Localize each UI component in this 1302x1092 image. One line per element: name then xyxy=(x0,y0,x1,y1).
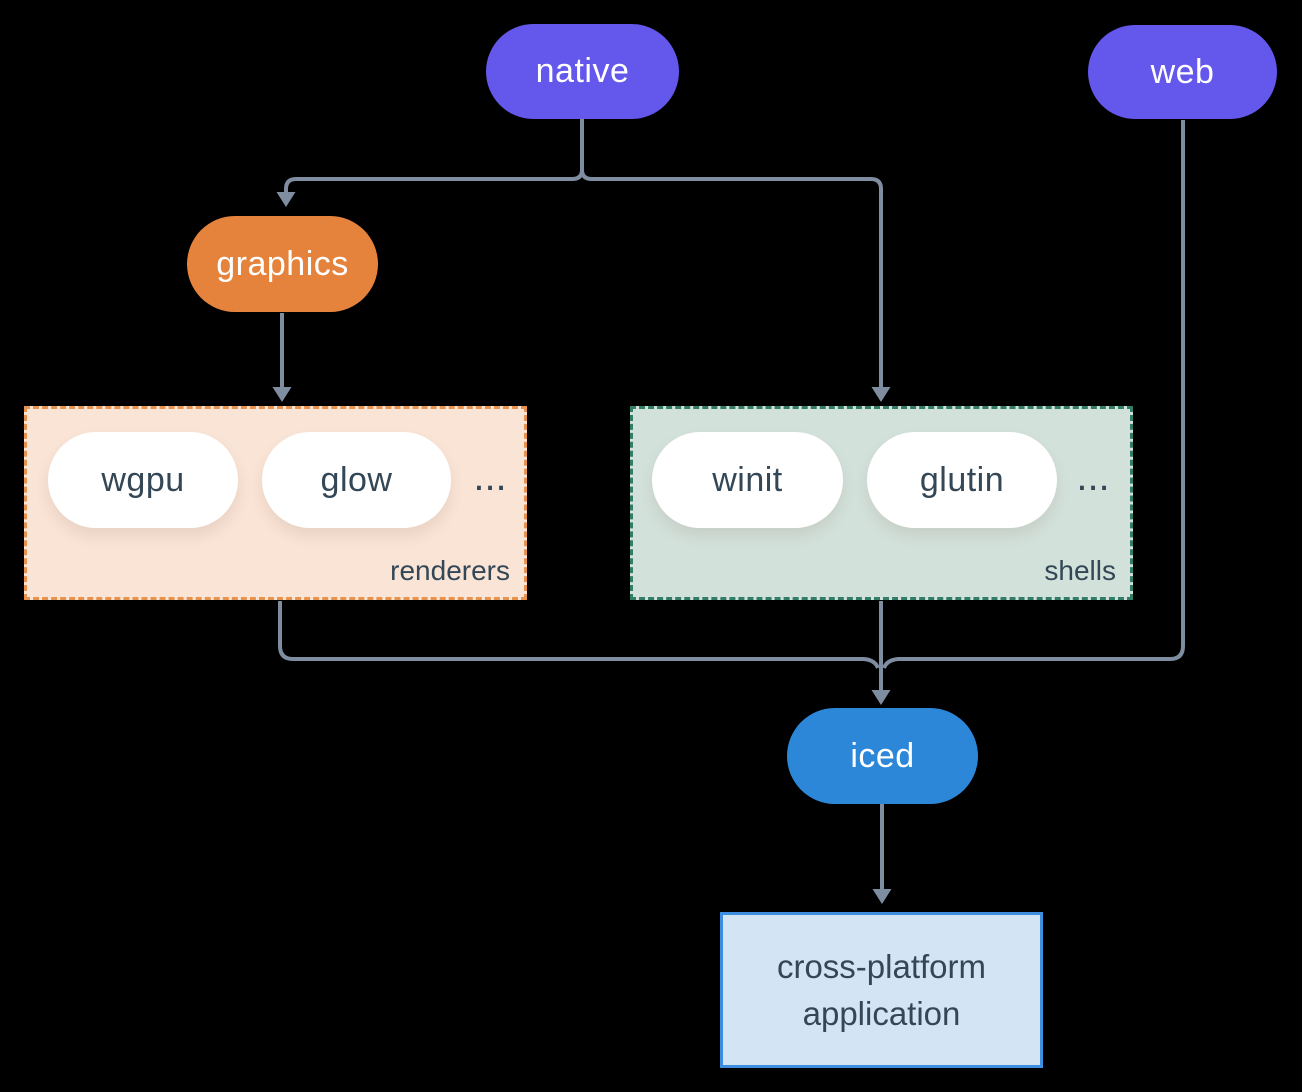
arrowhead-shells xyxy=(871,387,891,402)
renderers-ellipsis: ... xyxy=(473,455,507,499)
glutin-node: glutin xyxy=(867,432,1057,528)
wgpu-node: wgpu xyxy=(48,432,238,528)
graphics-label: graphics xyxy=(216,244,349,283)
arrowhead-renderers xyxy=(272,387,292,402)
glow-node: glow xyxy=(262,432,451,528)
edge-renderers-iced xyxy=(278,601,880,669)
arrowhead-graphics xyxy=(276,192,296,207)
shells-ellipsis: ... xyxy=(1076,455,1110,499)
native-node: native xyxy=(486,24,679,119)
application-label-line1: cross-platform xyxy=(776,948,987,985)
edge-web-iced xyxy=(882,120,1185,669)
iced-label: iced xyxy=(850,736,915,775)
winit-node: winit xyxy=(652,432,843,528)
iced-node: iced xyxy=(787,708,978,804)
glutin-label: glutin xyxy=(919,460,1005,499)
renderers-caption: renderers xyxy=(390,555,510,586)
wgpu-label: wgpu xyxy=(101,460,185,499)
edge-native-shells xyxy=(580,169,883,388)
arrowhead-iced xyxy=(871,690,891,705)
winit-label: winit xyxy=(712,460,783,499)
web-label: web xyxy=(1150,52,1215,91)
graphics-node: graphics xyxy=(187,216,378,312)
shells-caption: shells xyxy=(1044,555,1116,586)
native-label: native xyxy=(535,52,630,90)
arrowhead-application xyxy=(872,889,892,904)
application-label-line2: application xyxy=(802,995,961,1032)
glow-label: glow xyxy=(320,460,393,499)
application-node: cross-platform application xyxy=(720,912,1043,1068)
web-node: web xyxy=(1088,25,1277,119)
